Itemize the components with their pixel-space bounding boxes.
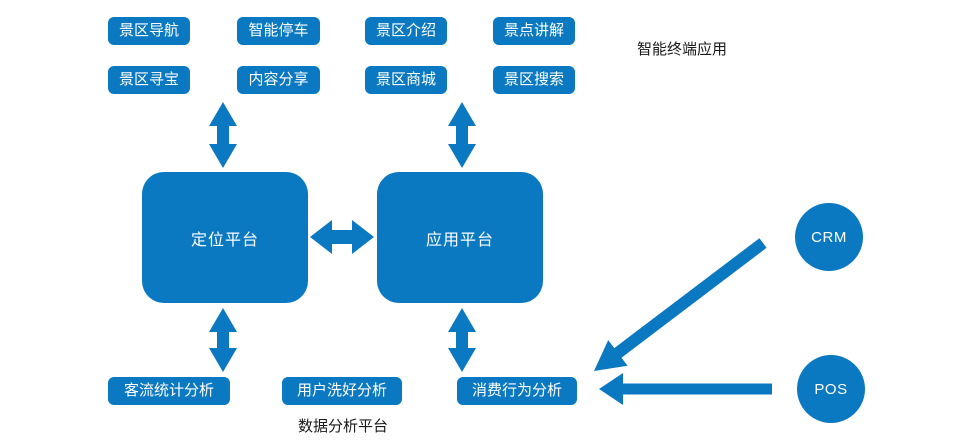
app-chip-navigation: 景区导航 [108, 17, 190, 45]
crm-circle: CRM [795, 203, 863, 271]
double-arrow-apps-positioning [209, 102, 237, 168]
double-arrow-apps-application [448, 102, 476, 168]
analysis-chip-preference: 用户洗好分析 [282, 377, 402, 405]
pos-arrow [599, 373, 772, 405]
analysis-chip-consumption: 消费行为分析 [457, 377, 577, 405]
pos-circle: POS [797, 355, 865, 423]
app-chip-introduction: 景区介绍 [365, 17, 447, 45]
double-arrow-positioning-analysis [209, 308, 237, 372]
app-chip-search: 景区搜索 [493, 66, 575, 94]
double-arrow-application-analysis [448, 308, 476, 372]
app-chip-treasure: 景区寻宝 [108, 66, 190, 94]
app-chip-mall: 景区商城 [365, 66, 447, 94]
platform-application: 应用平台 [377, 172, 543, 303]
crm-arrow [594, 238, 767, 371]
double-arrow-platforms [310, 220, 374, 254]
caption-data-platform: 数据分析平台 [297, 418, 388, 435]
app-chip-sharing: 内容分享 [237, 66, 320, 94]
platform-positioning: 定位平台 [142, 172, 308, 303]
analysis-chip-traffic: 客流统计分析 [108, 377, 230, 405]
caption-terminal-apps: 智能终端应用 [636, 41, 727, 58]
app-chip-guide: 景点讲解 [493, 17, 575, 45]
app-chip-parking: 智能停车 [237, 17, 320, 45]
